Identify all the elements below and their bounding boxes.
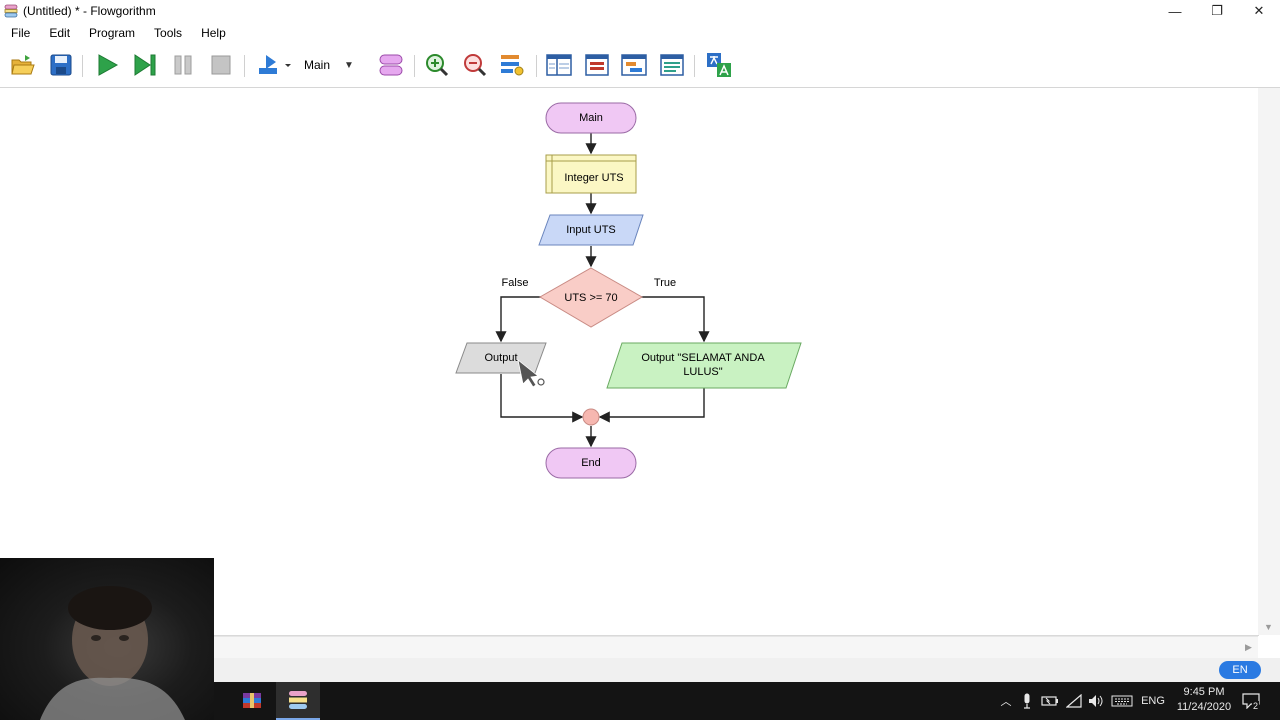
layout-icon xyxy=(259,55,291,74)
menu-tools[interactable]: Tools xyxy=(154,25,183,40)
language-badge[interactable]: EN xyxy=(1219,661,1261,679)
translate-button[interactable] xyxy=(705,51,733,79)
zoom-in-button[interactable] xyxy=(423,51,451,79)
align-icon xyxy=(501,55,524,76)
minimize-button[interactable]: — xyxy=(1168,3,1182,19)
menu-program[interactable]: Program xyxy=(89,25,136,40)
zoom-out-icon xyxy=(464,54,487,77)
title-bar: (Untitled) * - Flowgorithm — ❐ ✕ xyxy=(0,0,1280,22)
true-branch-label: True xyxy=(653,277,677,289)
output-false-label[interactable]: Output xyxy=(484,352,518,364)
microphone-button[interactable] xyxy=(1017,682,1037,720)
clock-date: 11/24/2020 xyxy=(1176,701,1232,713)
notification-count: 2 xyxy=(1252,701,1260,711)
console-button[interactable] xyxy=(583,51,611,79)
run-button[interactable] xyxy=(93,51,121,79)
show-hidden-icons-button[interactable]: ︿ xyxy=(996,682,1016,720)
source-code-button[interactable] xyxy=(658,51,686,79)
step-button[interactable] xyxy=(131,51,159,79)
variable-watch-icon xyxy=(546,54,572,76)
layout-button[interactable] xyxy=(254,51,294,79)
archive-app-icon xyxy=(243,693,261,708)
save-icon xyxy=(50,54,72,76)
menu-file[interactable]: File xyxy=(11,25,31,40)
scroll-right-icon[interactable]: ▶ xyxy=(1245,642,1252,652)
taskbar-flowgorithm-button[interactable] xyxy=(276,682,320,720)
taskbar-winrar-button[interactable] xyxy=(230,682,274,720)
notification-icon xyxy=(1242,693,1260,709)
chart-window-icon xyxy=(621,54,647,76)
shape-style-icon xyxy=(379,54,403,76)
stop-icon xyxy=(211,55,231,75)
declare-label[interactable]: Integer UTS xyxy=(564,172,624,184)
chevron-up-icon: ︿ xyxy=(1000,696,1012,708)
translate-icon xyxy=(707,53,731,77)
step-icon xyxy=(134,54,156,76)
scroll-down-icon[interactable]: ▼ xyxy=(1264,622,1273,632)
function-selector[interactable]: Main ▼ xyxy=(304,53,354,77)
pause-icon xyxy=(174,55,192,75)
toolbar: Main ▼ xyxy=(0,45,1280,88)
input-language-indicator[interactable]: ENG xyxy=(1141,695,1165,707)
action-center-button[interactable]: 2 xyxy=(1238,682,1264,720)
shape-style-button[interactable] xyxy=(377,51,405,79)
keyboard-icon xyxy=(1111,695,1133,707)
zoom-out-button[interactable] xyxy=(461,51,489,79)
clock-time: 9:45 PM xyxy=(1183,686,1225,698)
battery-button[interactable] xyxy=(1039,682,1061,720)
volume-button[interactable] xyxy=(1085,682,1107,720)
flowgorithm-logo-icon xyxy=(4,4,18,18)
stop-button[interactable] xyxy=(207,51,235,79)
webcam-overlay xyxy=(0,558,214,720)
horizontal-scrollbar[interactable]: ▶ xyxy=(214,636,1258,659)
function-name: Main xyxy=(304,58,331,72)
restore-button[interactable]: ❐ xyxy=(1211,3,1223,18)
menu-edit[interactable]: Edit xyxy=(49,25,71,40)
speaker-icon xyxy=(1089,695,1103,707)
chevron-down-icon: ▼ xyxy=(344,59,354,71)
output-true-label[interactable]: Output "SELAMAT ANDA LULUS" xyxy=(641,352,765,378)
console-icon xyxy=(585,54,609,76)
end-label[interactable]: End xyxy=(581,457,601,469)
menu-bar: File Edit Program Tools Help xyxy=(0,22,1280,43)
taskbar: ︿ ENG 9:45 PM 11/24/2020 xyxy=(214,682,1280,720)
open-button[interactable] xyxy=(9,51,37,79)
zoom-in-icon xyxy=(426,54,449,77)
menu-help[interactable]: Help xyxy=(201,25,226,40)
source-code-icon xyxy=(660,54,684,76)
run-icon xyxy=(98,54,119,76)
false-branch-label: False xyxy=(501,277,529,289)
flowgorithm-app-icon xyxy=(289,691,307,709)
wifi-button[interactable] xyxy=(1063,682,1085,720)
start-label[interactable]: Main xyxy=(579,112,603,124)
vertical-scrollbar[interactable]: ▼ xyxy=(1258,88,1280,635)
input-label[interactable]: Input UTS xyxy=(566,224,616,236)
battery-icon xyxy=(1041,696,1058,706)
taskbar-clock[interactable]: 9:45 PM 11/24/2020 xyxy=(1172,685,1236,715)
person-video-image xyxy=(40,586,185,720)
align-button[interactable] xyxy=(498,51,526,79)
decision-label[interactable]: UTS >= 70 xyxy=(564,292,618,304)
variable-watch-button[interactable] xyxy=(545,51,573,79)
save-button[interactable] xyxy=(47,51,75,79)
microphone-icon xyxy=(1024,693,1030,709)
open-folder-icon xyxy=(11,55,35,75)
close-button[interactable]: ✕ xyxy=(1253,3,1265,18)
keyboard-button[interactable] xyxy=(1109,682,1135,720)
pause-button[interactable] xyxy=(169,51,197,79)
status-strip xyxy=(214,658,1280,682)
window-title: (Untitled) * - Flowgorithm xyxy=(23,4,156,18)
chart-window-button[interactable] xyxy=(620,51,648,79)
wifi-icon xyxy=(1066,694,1082,708)
